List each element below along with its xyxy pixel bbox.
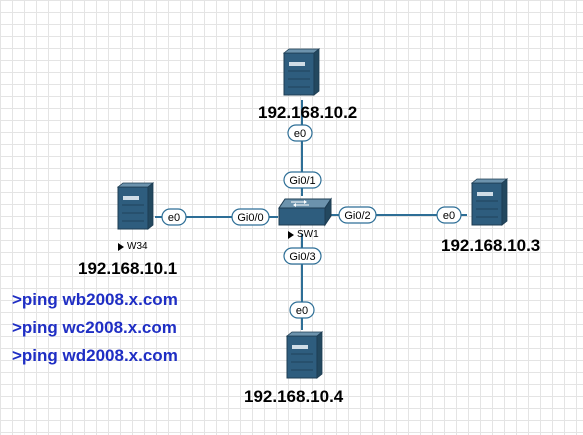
port-label-gi02: Gi0/2 xyxy=(338,206,377,224)
server-left-name: W34 xyxy=(127,241,148,252)
server-top[interactable] xyxy=(283,48,320,96)
port-label-gi01: Gi0/1 xyxy=(283,171,322,189)
ip-label-top: 192.168.10.2 xyxy=(258,103,358,122)
ip-label-bottom: 192.168.10.4 xyxy=(244,387,344,406)
command-line: >ping wb2008.x.com xyxy=(12,290,178,309)
port-label-gi03: Gi0/3 xyxy=(283,247,322,265)
switch-sw1[interactable] xyxy=(278,197,332,227)
server-right[interactable] xyxy=(471,178,508,226)
ip-label-left: 192.168.10.1 xyxy=(78,259,178,278)
server-left[interactable] xyxy=(117,182,154,230)
port-label-e0-right: e0 xyxy=(436,206,462,224)
port-label-e0-left: e0 xyxy=(161,208,187,226)
svg-text:Gi0/0: Gi0/0 xyxy=(237,212,263,224)
play-icon xyxy=(118,243,124,251)
port-label-gi00: Gi0/0 xyxy=(231,208,270,226)
port-label-e0-bottom: e0 xyxy=(289,301,315,319)
command-line: >ping wc2008.x.com xyxy=(12,318,177,337)
svg-text:Gi0/3: Gi0/3 xyxy=(289,251,315,263)
server-bottom[interactable] xyxy=(286,331,323,379)
svg-text:e0: e0 xyxy=(296,305,308,317)
svg-text:e0: e0 xyxy=(168,212,180,224)
command-line: >ping wd2008.x.com xyxy=(12,346,178,365)
svg-text:e0: e0 xyxy=(294,128,306,140)
ip-label-right: 192.168.10.3 xyxy=(441,236,541,255)
svg-text:Gi0/1: Gi0/1 xyxy=(289,175,315,187)
svg-text:e0: e0 xyxy=(443,210,455,222)
port-label-e0-top: e0 xyxy=(287,124,313,142)
svg-text:Gi0/2: Gi0/2 xyxy=(344,210,370,222)
play-icon xyxy=(288,231,294,239)
switch-name: SW1 xyxy=(297,229,319,240)
